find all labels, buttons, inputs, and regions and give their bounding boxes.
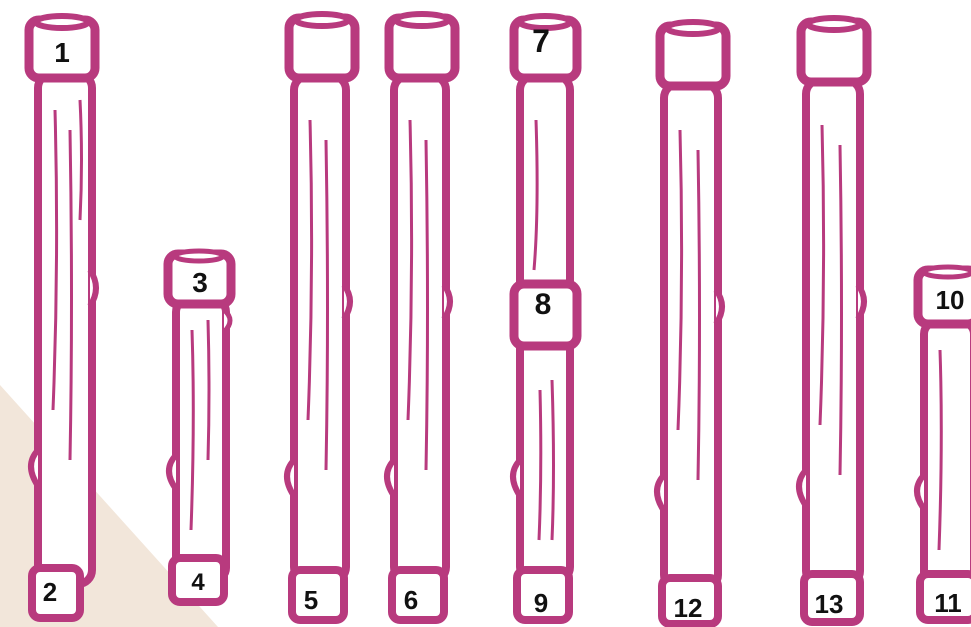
stick-1: [29, 16, 96, 618]
stick-6: [657, 22, 726, 624]
stick-8: [917, 267, 971, 620]
label-3: 3: [192, 267, 208, 298]
stick-7: [799, 18, 867, 622]
label-9: 9: [534, 588, 548, 618]
stick-2: [168, 251, 231, 602]
stick-3: [287, 14, 355, 620]
label-1: 1: [54, 37, 70, 68]
label-10: 10: [936, 285, 965, 315]
stick-4: [387, 14, 455, 620]
label-11: 11: [934, 588, 962, 618]
label-4: 4: [191, 569, 205, 596]
label-12: 12: [674, 593, 703, 623]
label-6: 6: [404, 585, 418, 615]
label-2: 2: [43, 577, 57, 607]
label-7: 7: [532, 23, 550, 59]
label-8: 8: [535, 288, 552, 321]
label-13: 13: [815, 589, 844, 619]
label-5: 5: [304, 585, 318, 615]
